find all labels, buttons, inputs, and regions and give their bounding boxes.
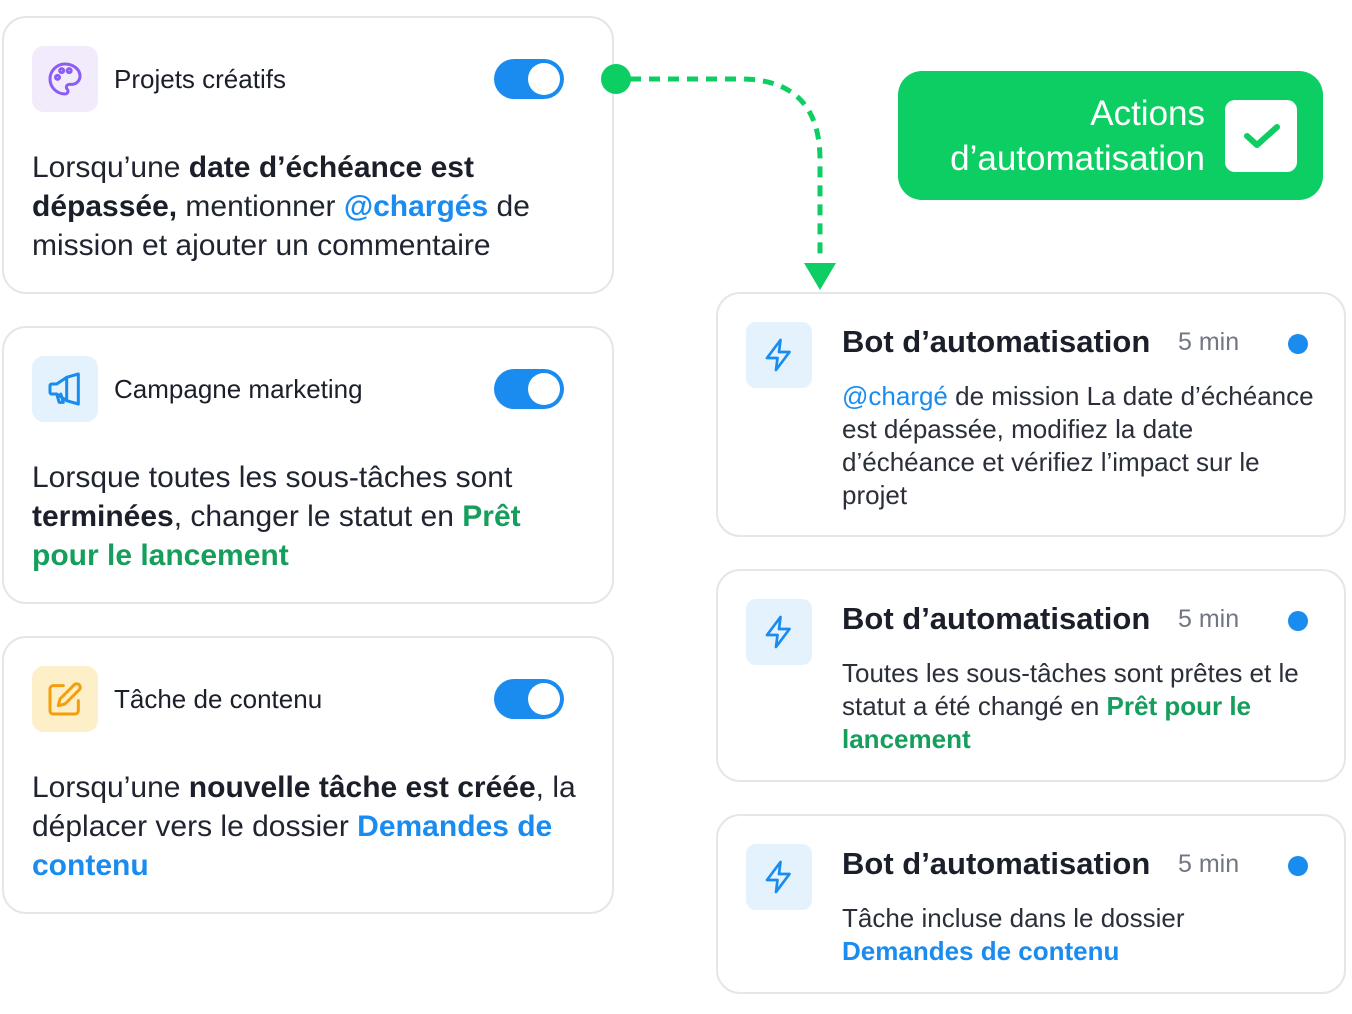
- rule-toggle[interactable]: [494, 679, 564, 719]
- rule-toggle[interactable]: [494, 369, 564, 409]
- notification-card[interactable]: Bot d’automatisation 5 min Toutes les so…: [716, 569, 1346, 782]
- rule-description: Lorsque toutes les sous-tâches sont term…: [32, 461, 521, 572]
- toggle-knob: [528, 63, 560, 95]
- badge-title: Actions d’automatisation: [950, 94, 1205, 178]
- palette-icon: [32, 46, 98, 112]
- automation-actions-badge: Actions d’automatisation: [898, 71, 1323, 200]
- notification-time: 5 min: [1178, 605, 1240, 633]
- rule-card-tache-de-contenu: Tâche de contenu Lorsqu’une nouvelle tâc…: [2, 636, 614, 914]
- notification-body: Toutes les sous-tâches sont prêtes et le…: [842, 658, 1299, 754]
- rule-description: Lorsqu’une nouvelle tâche est créée, la …: [32, 771, 576, 882]
- notification-body: @chargé de mission La date d’échéance es…: [842, 381, 1314, 510]
- connector-arrow: [601, 64, 836, 290]
- unread-dot: [1288, 856, 1308, 876]
- rule-name: Tâche de contenu: [114, 684, 323, 714]
- notification-title: Bot d’automatisation: [842, 601, 1151, 636]
- notification-title: Bot d’automatisation: [842, 846, 1151, 881]
- rule-name: Projets créatifs: [114, 64, 286, 94]
- folder-link[interactable]: Demandes de contenu: [842, 936, 1120, 966]
- rule-toggle[interactable]: [494, 59, 564, 99]
- check-icon: [1225, 100, 1297, 172]
- rule-name: Campagne marketing: [114, 374, 363, 404]
- unread-dot: [1288, 334, 1308, 354]
- status-label: Prêt pour le lancement: [32, 500, 521, 572]
- lightning-icon: [746, 322, 812, 388]
- rule-card-campagne-marketing: Campagne marketing Lorsque toutes les so…: [2, 326, 614, 604]
- unread-dot: [1288, 611, 1308, 631]
- rule-card-projets-creatifs: Projets créatifs Lorsqu’une date d’échéa…: [2, 16, 614, 294]
- lightning-icon: [746, 599, 812, 665]
- rule-header: Campagne marketing: [32, 356, 584, 422]
- lightning-icon: [746, 844, 812, 910]
- mention-link[interactable]: @chargé: [842, 381, 948, 411]
- rule-header: Projets créatifs: [32, 46, 584, 112]
- notification-time: 5 min: [1178, 328, 1240, 356]
- folder-link[interactable]: Demandes de contenu: [32, 810, 553, 882]
- notification-title: Bot d’automatisation: [842, 324, 1151, 359]
- notification-card[interactable]: Bot d’automatisation 5 min @chargé de mi…: [716, 292, 1346, 537]
- rule-header: Tâche de contenu: [32, 666, 584, 732]
- notification-card[interactable]: Bot d’automatisation 5 min Tâche incluse…: [716, 814, 1346, 994]
- rule-description: Lorsqu’une date d’échéance est dépassée,…: [32, 151, 530, 262]
- toggle-knob: [528, 683, 560, 715]
- notification-body: Tâche incluse dans le dossier Demandes d…: [842, 903, 1185, 966]
- notification-time: 5 min: [1178, 850, 1240, 878]
- edit-note-icon: [32, 666, 98, 732]
- megaphone-icon: [32, 356, 98, 422]
- status-label: Prêt pour le lancement: [842, 691, 1252, 754]
- mention-link[interactable]: @chargés: [343, 190, 489, 223]
- toggle-knob: [528, 373, 560, 405]
